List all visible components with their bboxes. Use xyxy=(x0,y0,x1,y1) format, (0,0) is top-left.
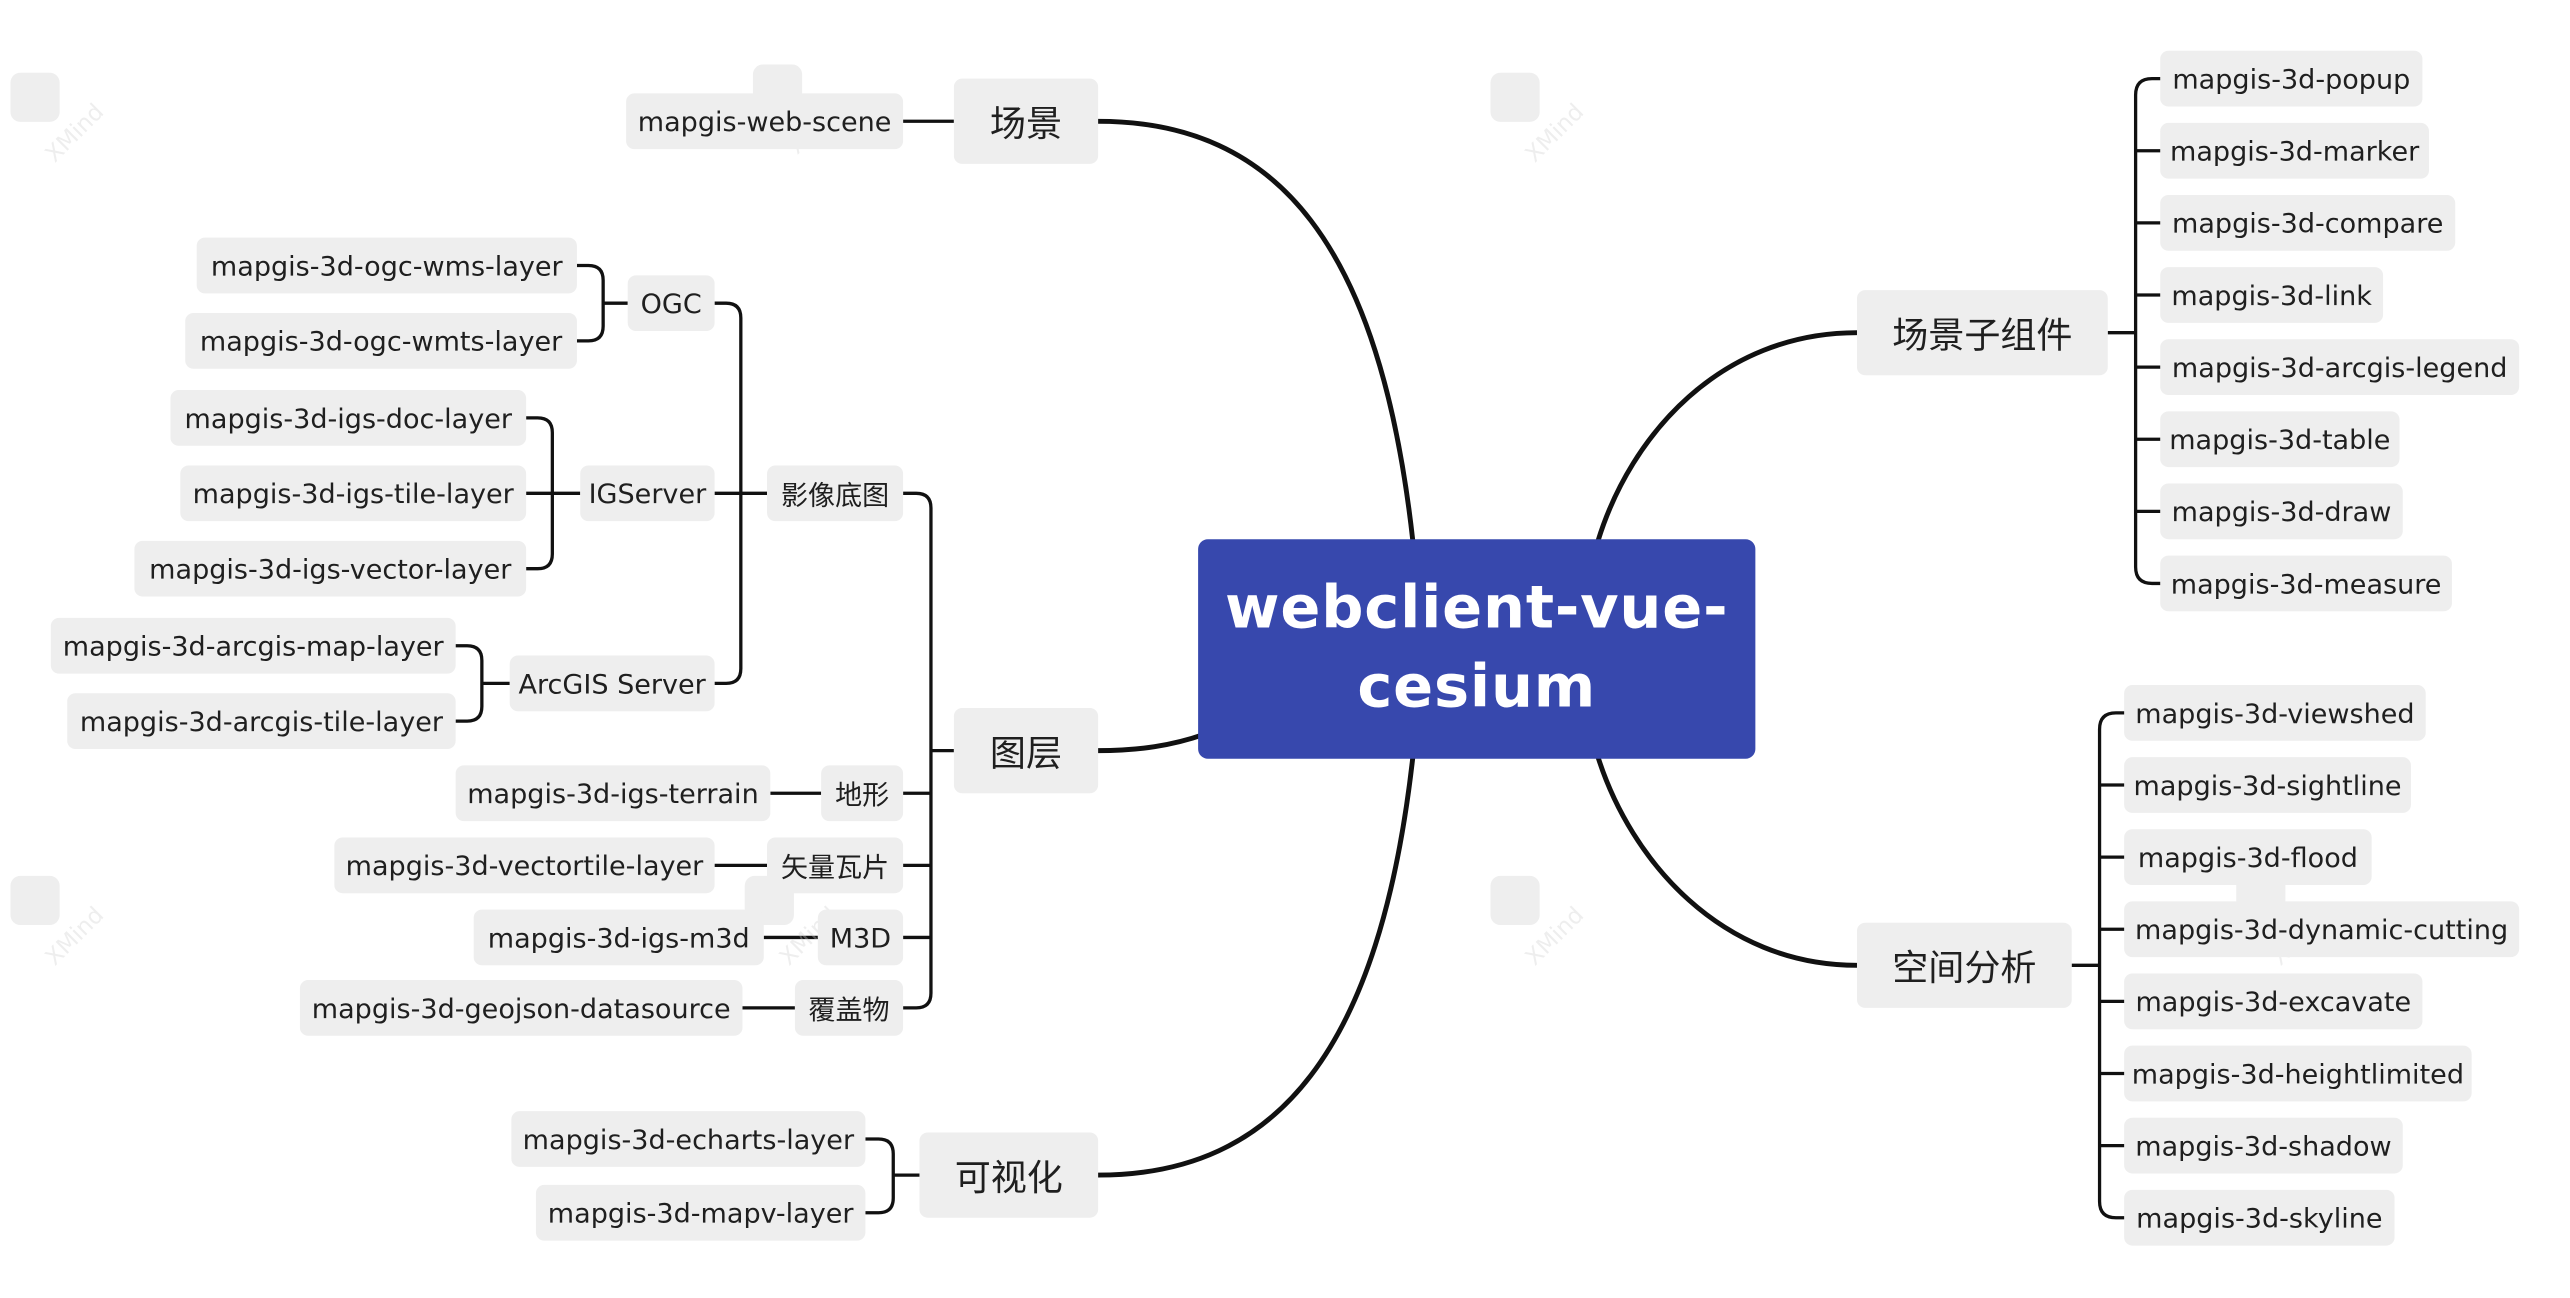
bracket-igserver xyxy=(526,416,581,571)
link-root-visualization xyxy=(1095,754,1416,1178)
leaf-node[interactable]: mapgis-web-scene xyxy=(626,93,904,150)
subtopic-arcgis-server[interactable]: ArcGIS Server xyxy=(509,655,715,712)
xmind-watermark: XMind xyxy=(10,72,109,168)
leaf-node[interactable]: mapgis-3d-marker xyxy=(2160,122,2429,179)
link-root-scene xyxy=(1095,118,1416,544)
topic-layers[interactable]: 图层 xyxy=(953,708,1099,794)
topic-scene-components[interactable]: 场景子组件 xyxy=(1856,290,2108,376)
leaf-node[interactable]: mapgis-3d-arcgis-tile-layer xyxy=(67,693,456,749)
leaf-node[interactable]: mapgis-3d-ogc-wmts-layer xyxy=(185,313,577,369)
leaf-node[interactable]: mapgis-3d-measure xyxy=(2160,555,2452,612)
subtopic-m3d[interactable]: M3D xyxy=(817,909,904,966)
bracket-ogc xyxy=(576,263,628,343)
leaf-node[interactable]: mapgis-3d-ogc-wms-layer xyxy=(196,237,577,294)
link-root-spatial-analysis xyxy=(1595,754,1860,968)
topic-spatial-analysis[interactable]: 空间分析 xyxy=(1856,922,2072,1008)
bracket-spatial-analysis xyxy=(2071,711,2128,1220)
topic-visualization[interactable]: 可视化 xyxy=(919,1132,1099,1218)
root-topic[interactable]: webclient-vue-cesium xyxy=(1198,539,1756,759)
leaf-node[interactable]: mapgis-3d-excavate xyxy=(2124,973,2423,1030)
leaf-node[interactable]: mapgis-3d-echarts-layer xyxy=(511,1111,866,1167)
leaf-node[interactable]: mapgis-3d-igs-m3d xyxy=(473,909,764,966)
leaf-node[interactable]: mapgis-3d-skyline xyxy=(2124,1189,2395,1246)
leaf-node[interactable]: mapgis-3d-arcgis-legend xyxy=(2160,339,2520,395)
bracket-visualization xyxy=(865,1137,920,1215)
subtopic-vectortile[interactable]: 矢量瓦片 xyxy=(767,837,904,894)
leaf-node[interactable]: mapgis-3d-popup xyxy=(2160,50,2423,107)
bracket-layers xyxy=(903,491,954,1010)
leaf-node[interactable]: mapgis-3d-heightlimited xyxy=(2124,1045,2472,1102)
bracket-arcgis xyxy=(455,644,510,723)
leaf-node[interactable]: mapgis-3d-igs-tile-layer xyxy=(180,465,527,522)
xmind-watermark: XMind xyxy=(1490,875,1589,971)
leaf-node[interactable]: mapgis-3d-geojson-datasource xyxy=(299,980,743,1036)
leaf-node[interactable]: mapgis-3d-igs-vector-layer xyxy=(134,540,527,597)
leaf-node[interactable]: mapgis-3d-link xyxy=(2160,267,2384,323)
link-root-layers xyxy=(1095,731,1208,754)
leaf-node[interactable]: mapgis-3d-mapv-layer xyxy=(535,1184,866,1241)
leaf-node[interactable]: mapgis-3d-arcgis-map-layer xyxy=(50,617,456,674)
leaf-node[interactable]: mapgis-3d-flood xyxy=(2124,829,2372,886)
leaf-node[interactable]: mapgis-3d-viewshed xyxy=(2124,685,2426,741)
leaf-node[interactable]: mapgis-3d-igs-terrain xyxy=(455,765,771,822)
topic-scene[interactable]: 场景 xyxy=(953,78,1099,164)
leaf-node[interactable]: mapgis-3d-shadow xyxy=(2124,1117,2403,1174)
leaf-node[interactable]: mapgis-3d-compare xyxy=(2160,195,2456,251)
leaf-node[interactable]: mapgis-3d-vectortile-layer xyxy=(334,837,715,894)
link-root-scene-components xyxy=(1595,330,1860,544)
subtopic-overlay[interactable]: 覆盖物 xyxy=(794,980,904,1036)
bracket-imagery xyxy=(714,301,768,686)
leaf-node[interactable]: mapgis-3d-table xyxy=(2160,411,2400,468)
leaf-node[interactable]: mapgis-3d-draw xyxy=(2160,483,2403,540)
leaf-node[interactable]: mapgis-3d-dynamic-cutting xyxy=(2124,901,2520,958)
subtopic-ogc[interactable]: OGC xyxy=(627,275,715,332)
bracket-scene-components xyxy=(2107,77,2164,586)
xmind-watermark: XMind xyxy=(10,875,109,971)
leaf-node[interactable]: mapgis-3d-sightline xyxy=(2124,757,2411,813)
xmind-watermark: XMind xyxy=(1490,72,1589,168)
leaf-node[interactable]: mapgis-3d-igs-doc-layer xyxy=(170,390,527,446)
subtopic-igserver[interactable]: IGServer xyxy=(580,465,715,522)
subtopic-terrain[interactable]: 地形 xyxy=(821,765,904,822)
subtopic-imagery[interactable]: 影像底图 xyxy=(767,465,904,522)
